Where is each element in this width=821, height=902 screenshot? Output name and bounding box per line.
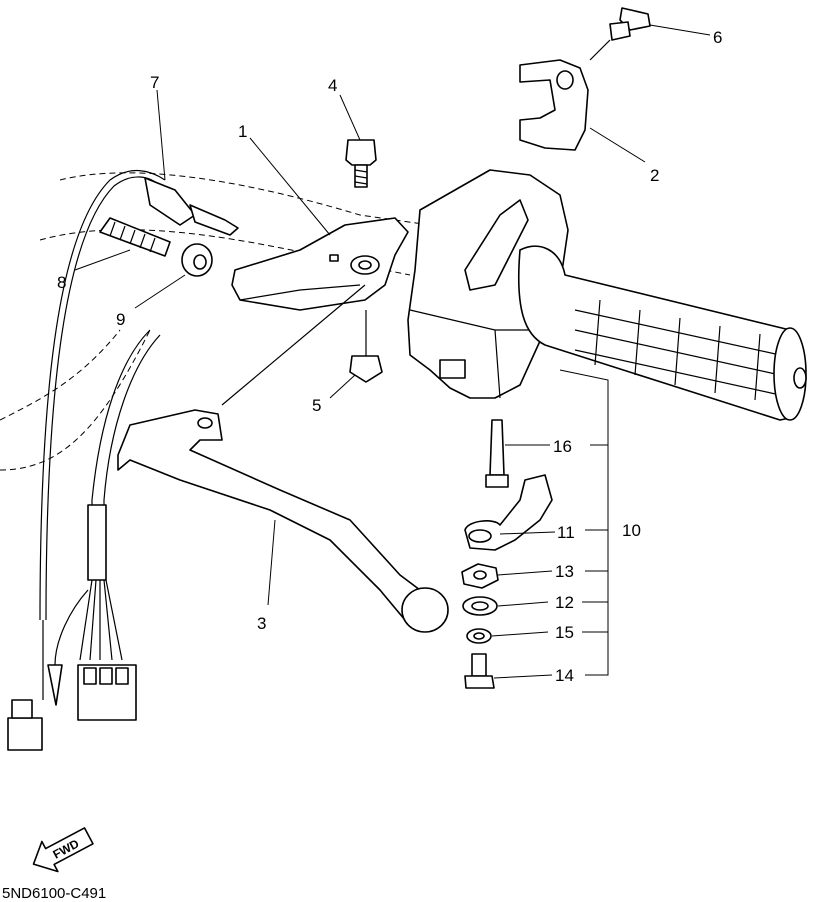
throttle-grip [517, 245, 807, 421]
callout-10: 10 [622, 521, 641, 540]
washer-12 [462, 596, 498, 616]
pin-16 [485, 419, 509, 488]
callout-2: 2 [650, 166, 659, 185]
callout-5: 5 [312, 396, 321, 415]
callout-1: 1 [238, 122, 247, 141]
callout-labels: 1 2 3 4 5 6 7 8 9 10 11 12 13 14 15 16 [57, 28, 722, 685]
nut-13 [461, 563, 499, 589]
clamp-screw [589, 7, 651, 61]
cable-adjuster [99, 217, 171, 257]
callout-3: 3 [257, 614, 266, 633]
screw-14 [464, 653, 495, 689]
callout-8: 8 [57, 273, 66, 292]
pivot-bolt [345, 139, 377, 188]
callout-14: 14 [555, 666, 574, 685]
clutch-lever [117, 284, 449, 633]
callout-12: 12 [555, 593, 574, 612]
switch-housing [407, 169, 569, 399]
holder-clamp [519, 59, 589, 151]
callout-13: 13 [555, 562, 574, 581]
fwd-arrow-icon: FWD [32, 827, 94, 873]
diagram-code: 5ND6100-C491 [2, 885, 106, 902]
callout-15: 15 [555, 623, 574, 642]
switch-wiring [47, 329, 161, 721]
washer-15 [466, 628, 492, 644]
pivot-nut [349, 310, 383, 383]
lever-holder [231, 217, 409, 311]
callout-9: 9 [116, 310, 125, 329]
callout-7: 7 [150, 73, 159, 92]
callout-11: 11 [557, 523, 575, 542]
clutch-cable [7, 170, 239, 751]
callout-16: 16 [553, 437, 572, 456]
leader-lines [74, 24, 711, 679]
adjuster-nut [181, 243, 213, 277]
callout-6: 6 [713, 28, 722, 47]
hot-start-lever [464, 474, 553, 551]
callout-4: 4 [328, 76, 337, 95]
